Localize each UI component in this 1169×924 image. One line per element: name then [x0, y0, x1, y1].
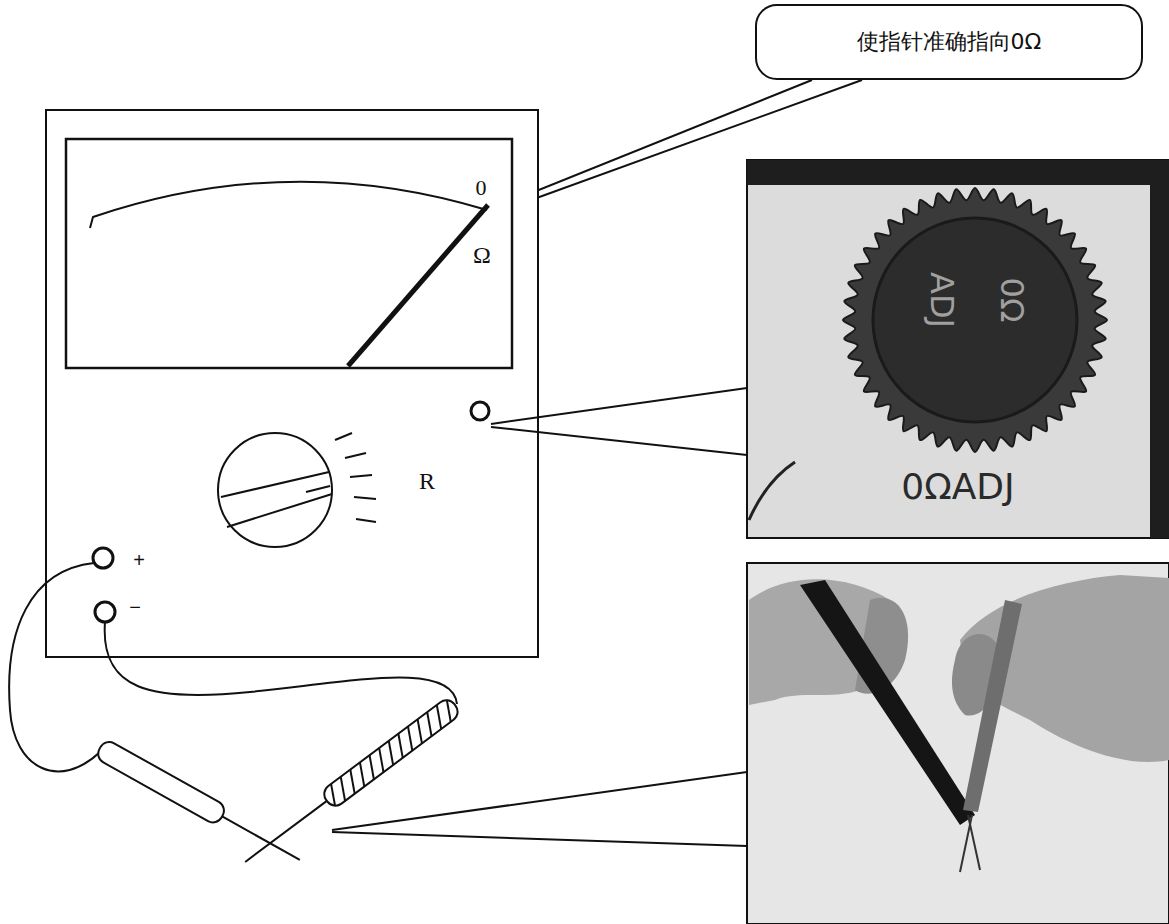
leader-line	[332, 832, 747, 846]
terminal-sign: +	[133, 550, 145, 570]
plus-terminal	[93, 548, 113, 568]
knob-marking: 0Ω	[996, 278, 1028, 323]
leader-line	[491, 388, 747, 424]
hands	[749, 575, 1169, 762]
knob-photo	[747, 160, 1169, 538]
leader-line	[491, 427, 747, 455]
black-probe	[95, 738, 306, 869]
test-lead-wire	[9, 563, 100, 771]
ohm-unit: Ω	[473, 243, 491, 267]
photo-wire	[749, 462, 795, 520]
probe-photo	[747, 563, 1169, 924]
knob-marking: ADJ	[926, 272, 958, 328]
range-ticks	[335, 433, 376, 522]
selector-bar	[227, 494, 332, 527]
meter-body	[46, 110, 538, 657]
terminal-sign: −	[129, 597, 141, 617]
panel-marking: 0ΩADJ	[901, 469, 1014, 505]
probe-pair	[800, 580, 1022, 872]
panel-edge	[747, 160, 1169, 538]
zero-mark: 0	[476, 177, 487, 199]
zero-adjust-knob-photo	[843, 188, 1107, 452]
test-lead-wire	[105, 622, 457, 704]
callout-text: 使指针准确指向0Ω	[857, 27, 1042, 57]
ohm-scale	[90, 182, 487, 228]
zero-adjust-knob	[471, 402, 489, 420]
meter-window	[66, 139, 512, 368]
selector-bar	[221, 472, 329, 497]
minus-terminal	[95, 602, 115, 622]
leader-line	[332, 772, 747, 830]
range-label: R	[419, 469, 435, 493]
range-selector	[218, 433, 332, 547]
red-probe	[238, 689, 470, 871]
selector-bar	[306, 486, 330, 492]
callout-bubble: 使指针准确指向0Ω	[755, 4, 1143, 80]
meter-pointer	[348, 205, 488, 366]
